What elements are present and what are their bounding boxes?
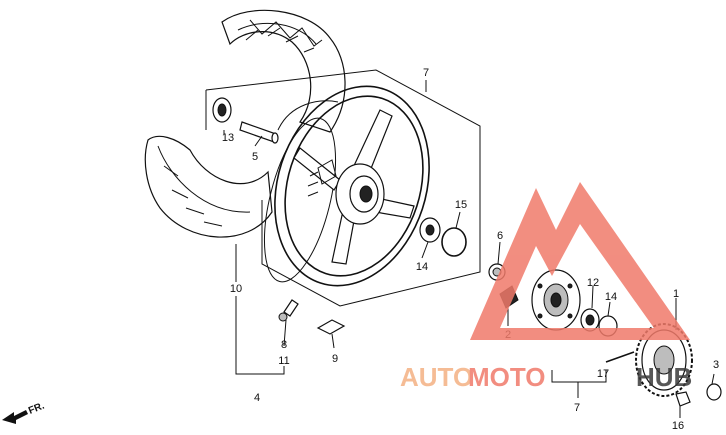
- callout-15: 14: [605, 291, 617, 303]
- tire-upper-half: [221, 9, 346, 133]
- callout-14-left: 13: [222, 132, 234, 144]
- final-driven-sprocket: [635, 323, 693, 397]
- sprocket-nut: [675, 391, 691, 407]
- callout-9: 4: [254, 392, 260, 404]
- callout-10: 10: [230, 283, 242, 295]
- sprocket-flange: [531, 269, 581, 331]
- callout-5: 5: [252, 151, 258, 163]
- stud-bolt: [605, 351, 635, 363]
- o-ring: [441, 227, 467, 257]
- callout-14-right: 14: [416, 261, 428, 273]
- callout-16: 15: [455, 199, 467, 211]
- watermark: AUTO MOTO HUB: [400, 182, 692, 392]
- callout-17: 17: [597, 368, 609, 380]
- watermark-text-moto: MOTO: [468, 362, 546, 392]
- watermark-mountains-icon: [470, 182, 690, 340]
- watermark-text-hub: HUB: [636, 362, 692, 392]
- callout-3: 3: [713, 359, 719, 371]
- front-arrow-icon: [2, 410, 28, 424]
- flange-nut: [706, 383, 722, 401]
- bearing-left: [212, 97, 232, 123]
- callout-6: 6: [497, 230, 503, 242]
- callout-1: 1: [673, 288, 679, 300]
- callout-12: 16: [672, 420, 684, 432]
- leader-lines: [223, 80, 715, 418]
- callout-7-valve: 8: [281, 339, 287, 351]
- axle-spacer: [239, 121, 279, 144]
- callout-8: 9: [332, 353, 338, 365]
- callout-11: 11: [278, 355, 289, 367]
- watermark-text-auto: AUTO: [400, 362, 473, 392]
- callout-13: 12: [587, 277, 599, 289]
- front-direction-indicator: FR.: [2, 400, 46, 424]
- callout-7: 7: [423, 67, 429, 79]
- bearing-right: [419, 217, 441, 243]
- tire-lower-half: [144, 135, 273, 238]
- valve-stem: [278, 299, 299, 322]
- balance-weight: [316, 319, 346, 335]
- flange-bearing-center: [585, 314, 595, 326]
- rear-wheel-rim: [263, 85, 430, 287]
- wheel-group-frame: [205, 69, 481, 307]
- front-label: FR.: [27, 400, 46, 416]
- callout-4: 7: [574, 402, 580, 414]
